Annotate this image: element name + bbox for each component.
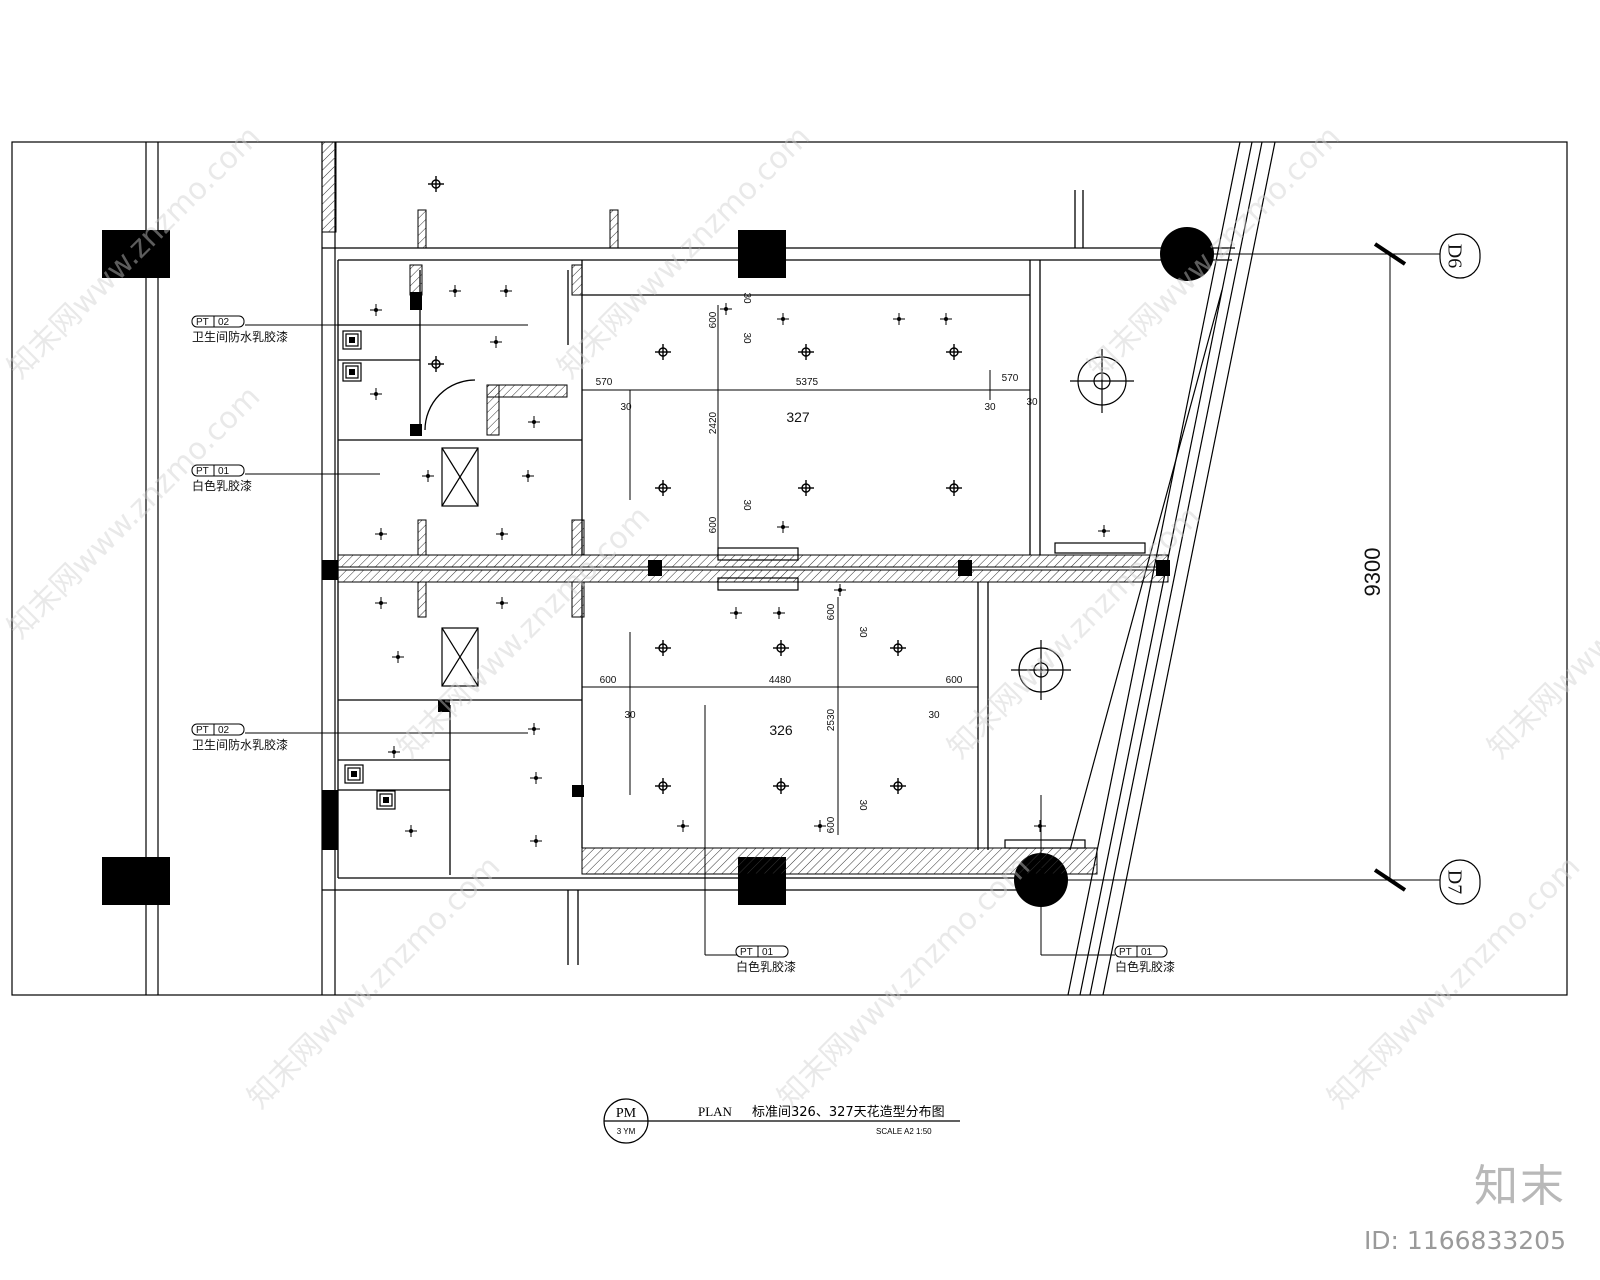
dim-lower-h1: 600 — [600, 675, 617, 686]
drawing-title: 标准间326、327天花造型分布图 — [752, 1104, 945, 1120]
watermark-text: 知末网www.znzmo.com — [1, 379, 267, 645]
dim-lower-v2: 30 — [857, 626, 868, 638]
finish-tag-desc: 白色乳胶漆 — [192, 478, 252, 493]
watermark-text: 知末网www.znzmo.com — [1, 119, 267, 385]
watermark-text: 知末网www.znzmo.com — [1081, 119, 1347, 385]
watermark-text: 知末网www.znzmo.com — [391, 499, 657, 765]
dim-lower-v5: 600 — [826, 816, 837, 833]
dim-lower-side-left: 30 — [624, 710, 636, 721]
finish-tag-code: PT — [196, 317, 209, 328]
dim-lower-side-right: 30 — [928, 710, 940, 721]
watermark-group: 知末网www.znzmo.com 知末网www.znzmo.com 知末网www… — [1, 119, 1600, 1115]
finish-tag-num: 01 — [1141, 947, 1153, 958]
dim-upper-v5: 30 — [741, 499, 752, 511]
finish-tag-desc: 卫生间防水乳胶漆 — [192, 329, 288, 344]
finish-tag-desc: 白色乳胶漆 — [736, 959, 796, 974]
drawing-scale: SCALE A2 1:50 — [876, 1127, 932, 1136]
dim-upper-v6: 600 — [708, 516, 719, 533]
overall-dimension: 9300 — [1360, 548, 1385, 597]
finish-tag-num: 01 — [218, 466, 230, 477]
dim-upper-side-left: 30 — [620, 402, 632, 413]
dim-upper-h2: 5375 — [796, 377, 819, 388]
title-prefix: PLAN — [698, 1104, 733, 1119]
dim-upper-v2: 30 — [741, 292, 752, 304]
brand-logo: 知末 — [1474, 1161, 1566, 1212]
dim-upper-v1: 600 — [708, 311, 719, 328]
watermark-text: 知末网www.znzmo.com — [1481, 499, 1600, 765]
structural-columns — [102, 227, 1214, 907]
dim-lower-h3: 600 — [946, 675, 963, 686]
wall-stubs — [322, 292, 1170, 850]
dim-lower-v4: 30 — [857, 799, 868, 811]
finish-tag-desc: 白色乳胶漆 — [1115, 959, 1175, 974]
spot-lamps — [428, 176, 962, 794]
dim-lower-v1: 600 — [826, 603, 837, 620]
finish-tag-num: 01 — [762, 947, 774, 958]
watermark-text: 知末网www.znzmo.com — [241, 849, 507, 1115]
finish-tag-code: PT — [196, 466, 209, 477]
dim-upper-v4: 2420 — [708, 411, 719, 434]
image-id: ID: 1166833205 — [1363, 1226, 1566, 1255]
title-symbol-bottom: 3 YM — [617, 1127, 636, 1136]
finish-tag-desc: 卫生间防水乳胶漆 — [192, 737, 288, 752]
finish-tag-num: 02 — [218, 725, 230, 736]
finish-tag: PT 01 白色乳胶漆 — [1114, 945, 1175, 974]
dim-upper-side-far: 30 — [1026, 397, 1038, 408]
feature-lamps — [1011, 349, 1134, 700]
finish-tag: PT 01 白色乳胶漆 — [191, 464, 252, 493]
grid-axis-bubbles — [1439, 233, 1481, 905]
outer-frame — [11, 141, 1568, 996]
room-label-326: 326 — [769, 722, 793, 738]
finish-tag: PT 02 卫生间防水乳胶漆 — [191, 315, 288, 344]
axis-label-d6: D6 — [1443, 244, 1465, 268]
dim-upper-h1: 570 — [596, 377, 613, 388]
dimension-lines — [582, 242, 1440, 955]
watermark-text: 知末网www.znzmo.com — [941, 499, 1207, 765]
finish-tag-code: PT — [740, 947, 753, 958]
dim-upper-v3: 30 — [741, 332, 752, 344]
title-symbol-top: PM — [616, 1106, 637, 1121]
finish-tag-code: PT — [1119, 947, 1132, 958]
dim-upper-h3: 570 — [1002, 373, 1019, 384]
ac-units — [441, 447, 1146, 849]
finish-tag: PT 01 白色乳胶漆 — [735, 945, 796, 974]
finish-tag-code: PT — [196, 725, 209, 736]
finish-tag-num: 02 — [218, 317, 230, 328]
watermark-text: 知末网www.znzmo.com — [771, 849, 1037, 1115]
room-label-327: 327 — [786, 409, 810, 425]
dim-lower-v3: 2530 — [826, 708, 837, 731]
axis-label-d7: D7 — [1443, 870, 1465, 894]
dim-upper-side-right: 30 — [984, 402, 996, 413]
finish-tag: PT 02 卫生间防水乳胶漆 — [191, 723, 288, 752]
dim-lower-h2: 4480 — [769, 675, 792, 686]
title-block: PM 3 YM PLAN 标准间326、327天花造型分布图 SCALE A2 … — [603, 1098, 960, 1144]
